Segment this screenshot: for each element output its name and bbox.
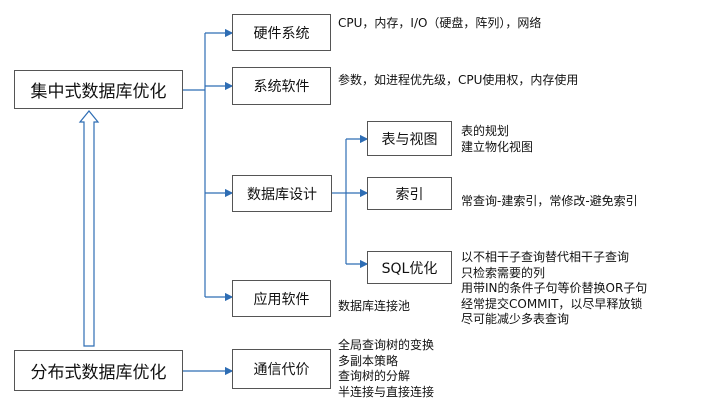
sql-notes: 以不相干子查询替代相干子查询 只检索需要的列 用带IN的条件子句等价替换OR子句… xyxy=(461,250,647,328)
note-line: 表的规划 xyxy=(461,124,510,138)
index-box: 索引 xyxy=(367,177,452,210)
sql-opt-box: SQL优化 xyxy=(367,251,452,284)
software-note: 参数，如进程优先级，CPU使用权，内存使用 xyxy=(338,73,579,87)
note-line: 经常提交COMMIT，以尽早释放锁 xyxy=(461,296,643,311)
inheritance-arrow xyxy=(78,110,100,347)
note-line: 多副本策略 xyxy=(338,353,399,368)
app-software-box: 应用软件 xyxy=(232,280,331,317)
index-note: 常查询-建索引，常修改-避免索引 xyxy=(461,194,638,208)
note-line: 以不相干子查询替代相干子查询 xyxy=(461,250,630,264)
note-line: 建立物化视图 xyxy=(461,139,534,154)
note-line: 只检索需要的列 xyxy=(461,265,546,280)
note-line: 用带IN的条件子句等价替换OR子句 xyxy=(461,281,648,295)
note-line: 查询树的分解 xyxy=(338,369,411,383)
distributed-db-box: 分布式数据库优化 xyxy=(14,350,183,391)
comm-cost-box: 通信代价 xyxy=(232,349,331,389)
note-line: 全局查询树的变换 xyxy=(338,338,435,352)
centralized-db-box: 集中式数据库优化 xyxy=(14,70,183,109)
note-line: 尽可能减少多表查询 xyxy=(461,312,570,326)
hardware-box: 硬件系统 xyxy=(232,14,331,51)
app-note: 数据库连接池 xyxy=(338,299,411,313)
tables-notes: 表的规划 建立物化视图 xyxy=(461,124,533,155)
note-line: 半连接与直接连接 xyxy=(338,384,435,399)
hardware-note: CPU，内存，I/O（硬盘，阵列），网络 xyxy=(338,16,542,30)
tables-views-box: 表与视图 xyxy=(367,121,452,156)
db-design-box: 数据库设计 xyxy=(232,175,332,212)
comm-notes: 全局查询树的变换 多副本策略 查询树的分解 半连接与直接连接 xyxy=(338,338,434,400)
system-software-box: 系统软件 xyxy=(232,67,331,105)
